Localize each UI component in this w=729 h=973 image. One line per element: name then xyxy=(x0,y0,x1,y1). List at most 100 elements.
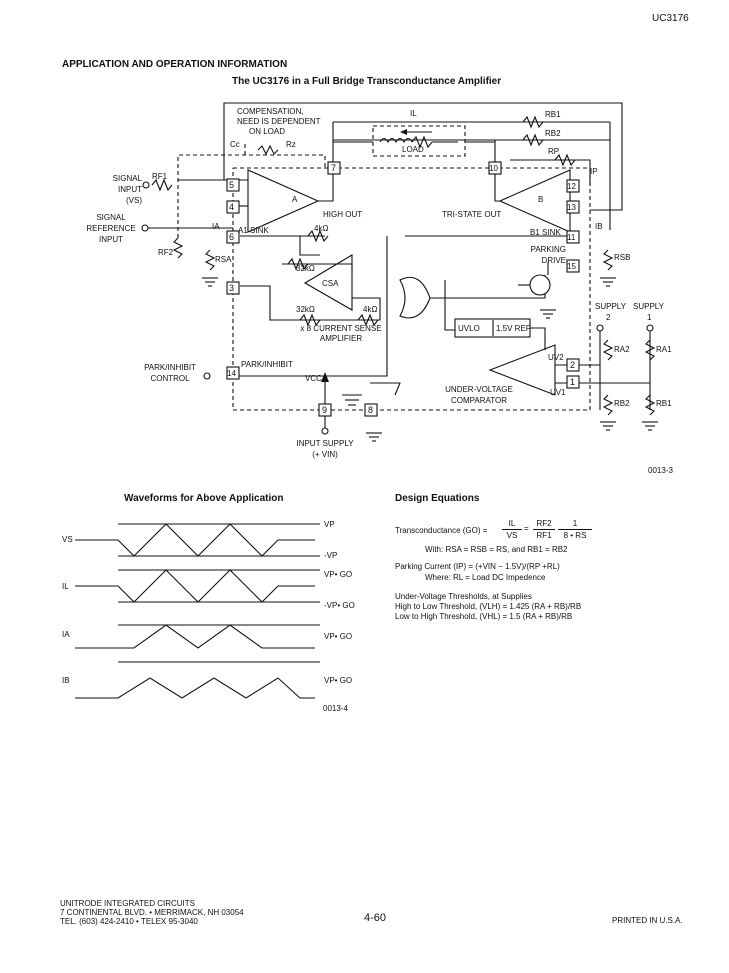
transconductance-label: Transconductance (GO) = xyxy=(395,526,488,535)
parking-current-line: Parking Current (IP) = (+VIN − 1.5V)/(RP… xyxy=(395,562,560,571)
amplifier-b xyxy=(498,169,571,233)
pin-7: 7 xyxy=(331,163,337,173)
bridge-amplifier-schematic xyxy=(141,102,658,442)
r4k-bottom-label: 4kΩ xyxy=(363,305,378,314)
input-supply-label: INPUT SUPPLY (+ VIN) xyxy=(296,439,354,459)
a1-sink-label: A1 SINK xyxy=(238,226,269,235)
ia-label: IA xyxy=(212,222,220,231)
rb2-resistor xyxy=(522,133,544,147)
ip-label: IP xyxy=(590,167,598,176)
undervoltage-label: UNDER-VOLTAGE COMPARATOR xyxy=(445,385,513,405)
r4k-top-label: 4kΩ xyxy=(314,224,329,233)
figure1-id: 0013-3 xyxy=(648,466,673,475)
uv1-label: UV1 xyxy=(550,388,566,397)
load-box xyxy=(372,125,466,157)
ia-row-label: IA xyxy=(62,630,70,639)
pin-boxes xyxy=(226,161,580,417)
il-label: IL xyxy=(410,109,417,118)
vs-row-label: VS xyxy=(62,535,73,544)
supply-label-2: SUPPLY xyxy=(595,302,626,311)
ib-waveform xyxy=(75,677,315,699)
part-number-header: UC3176 xyxy=(652,13,689,24)
amp-b-label: B xyxy=(538,195,544,204)
rsa-label: RSA xyxy=(215,255,232,264)
ib-label: IB xyxy=(595,222,603,231)
csa-label: CSA xyxy=(322,279,339,288)
fraction-il-vs: IL VS xyxy=(502,518,522,541)
il-label-vpgo: VP• GO xyxy=(324,570,353,579)
pin-15: 15 xyxy=(567,262,576,271)
supply-number-2: 2 xyxy=(606,313,611,322)
park-inhibit-control-label: PARK/INHIBIT CONTROL xyxy=(144,363,196,383)
load-inductor xyxy=(379,137,413,144)
ref-label: 1.5V REF xyxy=(496,324,531,333)
cc-label: Cc xyxy=(230,140,240,149)
rf2-label: RF2 xyxy=(158,248,174,257)
ia-waveform xyxy=(75,624,315,649)
footer-company: UNITRODE INTEGRATED CIRCUITS 7 CONTINENT… xyxy=(60,899,244,926)
tri-state-out-label: TRI-STATE OUT xyxy=(442,210,502,219)
park-inhibit-pin-label: PARK/INHIBIT xyxy=(241,360,293,369)
rf1-label: RF1 xyxy=(152,172,168,181)
load-label: LOAD xyxy=(402,145,424,154)
high-out-label: HIGH OUT xyxy=(323,210,363,219)
pin-5: 5 xyxy=(229,180,235,190)
pin-2: 2 xyxy=(570,360,576,370)
il-row-label: IL xyxy=(62,582,69,591)
pin-9: 9 xyxy=(322,405,328,415)
or-gate xyxy=(399,276,431,319)
pin-3: 3 xyxy=(229,283,235,293)
uv-thresholds: Under-Voltage Thresholds, at Supplies Hi… xyxy=(395,592,582,621)
pin-14: 14 xyxy=(227,369,236,378)
where-line: Where: RL = Load DC Impedence xyxy=(425,573,546,582)
figure2-id: 0013-4 xyxy=(323,704,348,713)
pin-11: 11 xyxy=(567,233,576,242)
vs-label-minus-vp: -VP xyxy=(324,551,338,560)
il-waveform xyxy=(75,569,315,603)
undervoltage-comparator xyxy=(488,344,556,396)
parking-drive-label: PARKING DRIVE xyxy=(530,245,566,265)
parking-transistor xyxy=(529,274,551,296)
rb1-label: RB1 xyxy=(545,110,561,119)
ra1-label: RA1 xyxy=(656,345,672,354)
rb1-lower-label: RB1 xyxy=(656,399,672,408)
vs-waveform xyxy=(75,523,315,557)
rz-label: Rz xyxy=(286,140,296,149)
pin-10: 10 xyxy=(489,164,498,173)
current-sense-label: x 8 CURRENT SENSE AMPLIFIER xyxy=(300,324,382,343)
pin-13: 13 xyxy=(567,203,576,212)
design-equations-title: Design Equations xyxy=(395,493,480,504)
section-title: APPLICATION AND OPERATION INFORMATION xyxy=(62,59,288,70)
rp-resistor xyxy=(554,153,576,167)
rsb-label: RSB xyxy=(614,253,631,262)
current-sense-amplifier xyxy=(303,254,353,311)
pin-8: 8 xyxy=(368,405,374,415)
b1-sink-label: B1 SINK xyxy=(530,228,561,237)
uv2-label: UV2 xyxy=(548,353,564,362)
amp-a-label: A xyxy=(292,195,298,204)
waveforms-plot xyxy=(75,523,320,699)
rb1-resistor xyxy=(522,115,544,129)
compensation-note: COMPENSATION, NEED IS DEPENDENT ON LOAD xyxy=(237,107,321,136)
pin-12: 12 xyxy=(567,182,576,191)
il-label-minus-vpgo: -VP• GO xyxy=(324,601,355,610)
waveforms-title: Waveforms for Above Application xyxy=(124,493,284,504)
equals-sign: = xyxy=(524,524,529,533)
supply-label-1: SUPPLY xyxy=(633,302,664,311)
with-line: With: RSA = RSB = RS, and RB1 = RB2 xyxy=(425,545,568,554)
rb2-label: RB2 xyxy=(545,129,561,138)
uvlo-label: UVLO xyxy=(458,324,480,333)
vcc-label: VCC xyxy=(305,374,322,383)
fraction-rf2-rf1: RF2 RF1 xyxy=(533,518,555,541)
outer-feedback-wire xyxy=(223,102,623,211)
ib-row-label: IB xyxy=(62,676,70,685)
pin-1: 1 xyxy=(570,377,576,387)
vs-label-vp: VP xyxy=(324,520,335,529)
page-number: 4-60 xyxy=(364,912,387,924)
rb2-lower-label: RB2 xyxy=(614,399,630,408)
signal-input-label: SIGNAL INPUT (VS) xyxy=(112,174,142,205)
supply-number-1: 1 xyxy=(647,313,652,322)
r32k-top-label: 32kΩ xyxy=(296,264,315,273)
fraction-1-8rs: 1 8 • RS xyxy=(558,518,592,541)
